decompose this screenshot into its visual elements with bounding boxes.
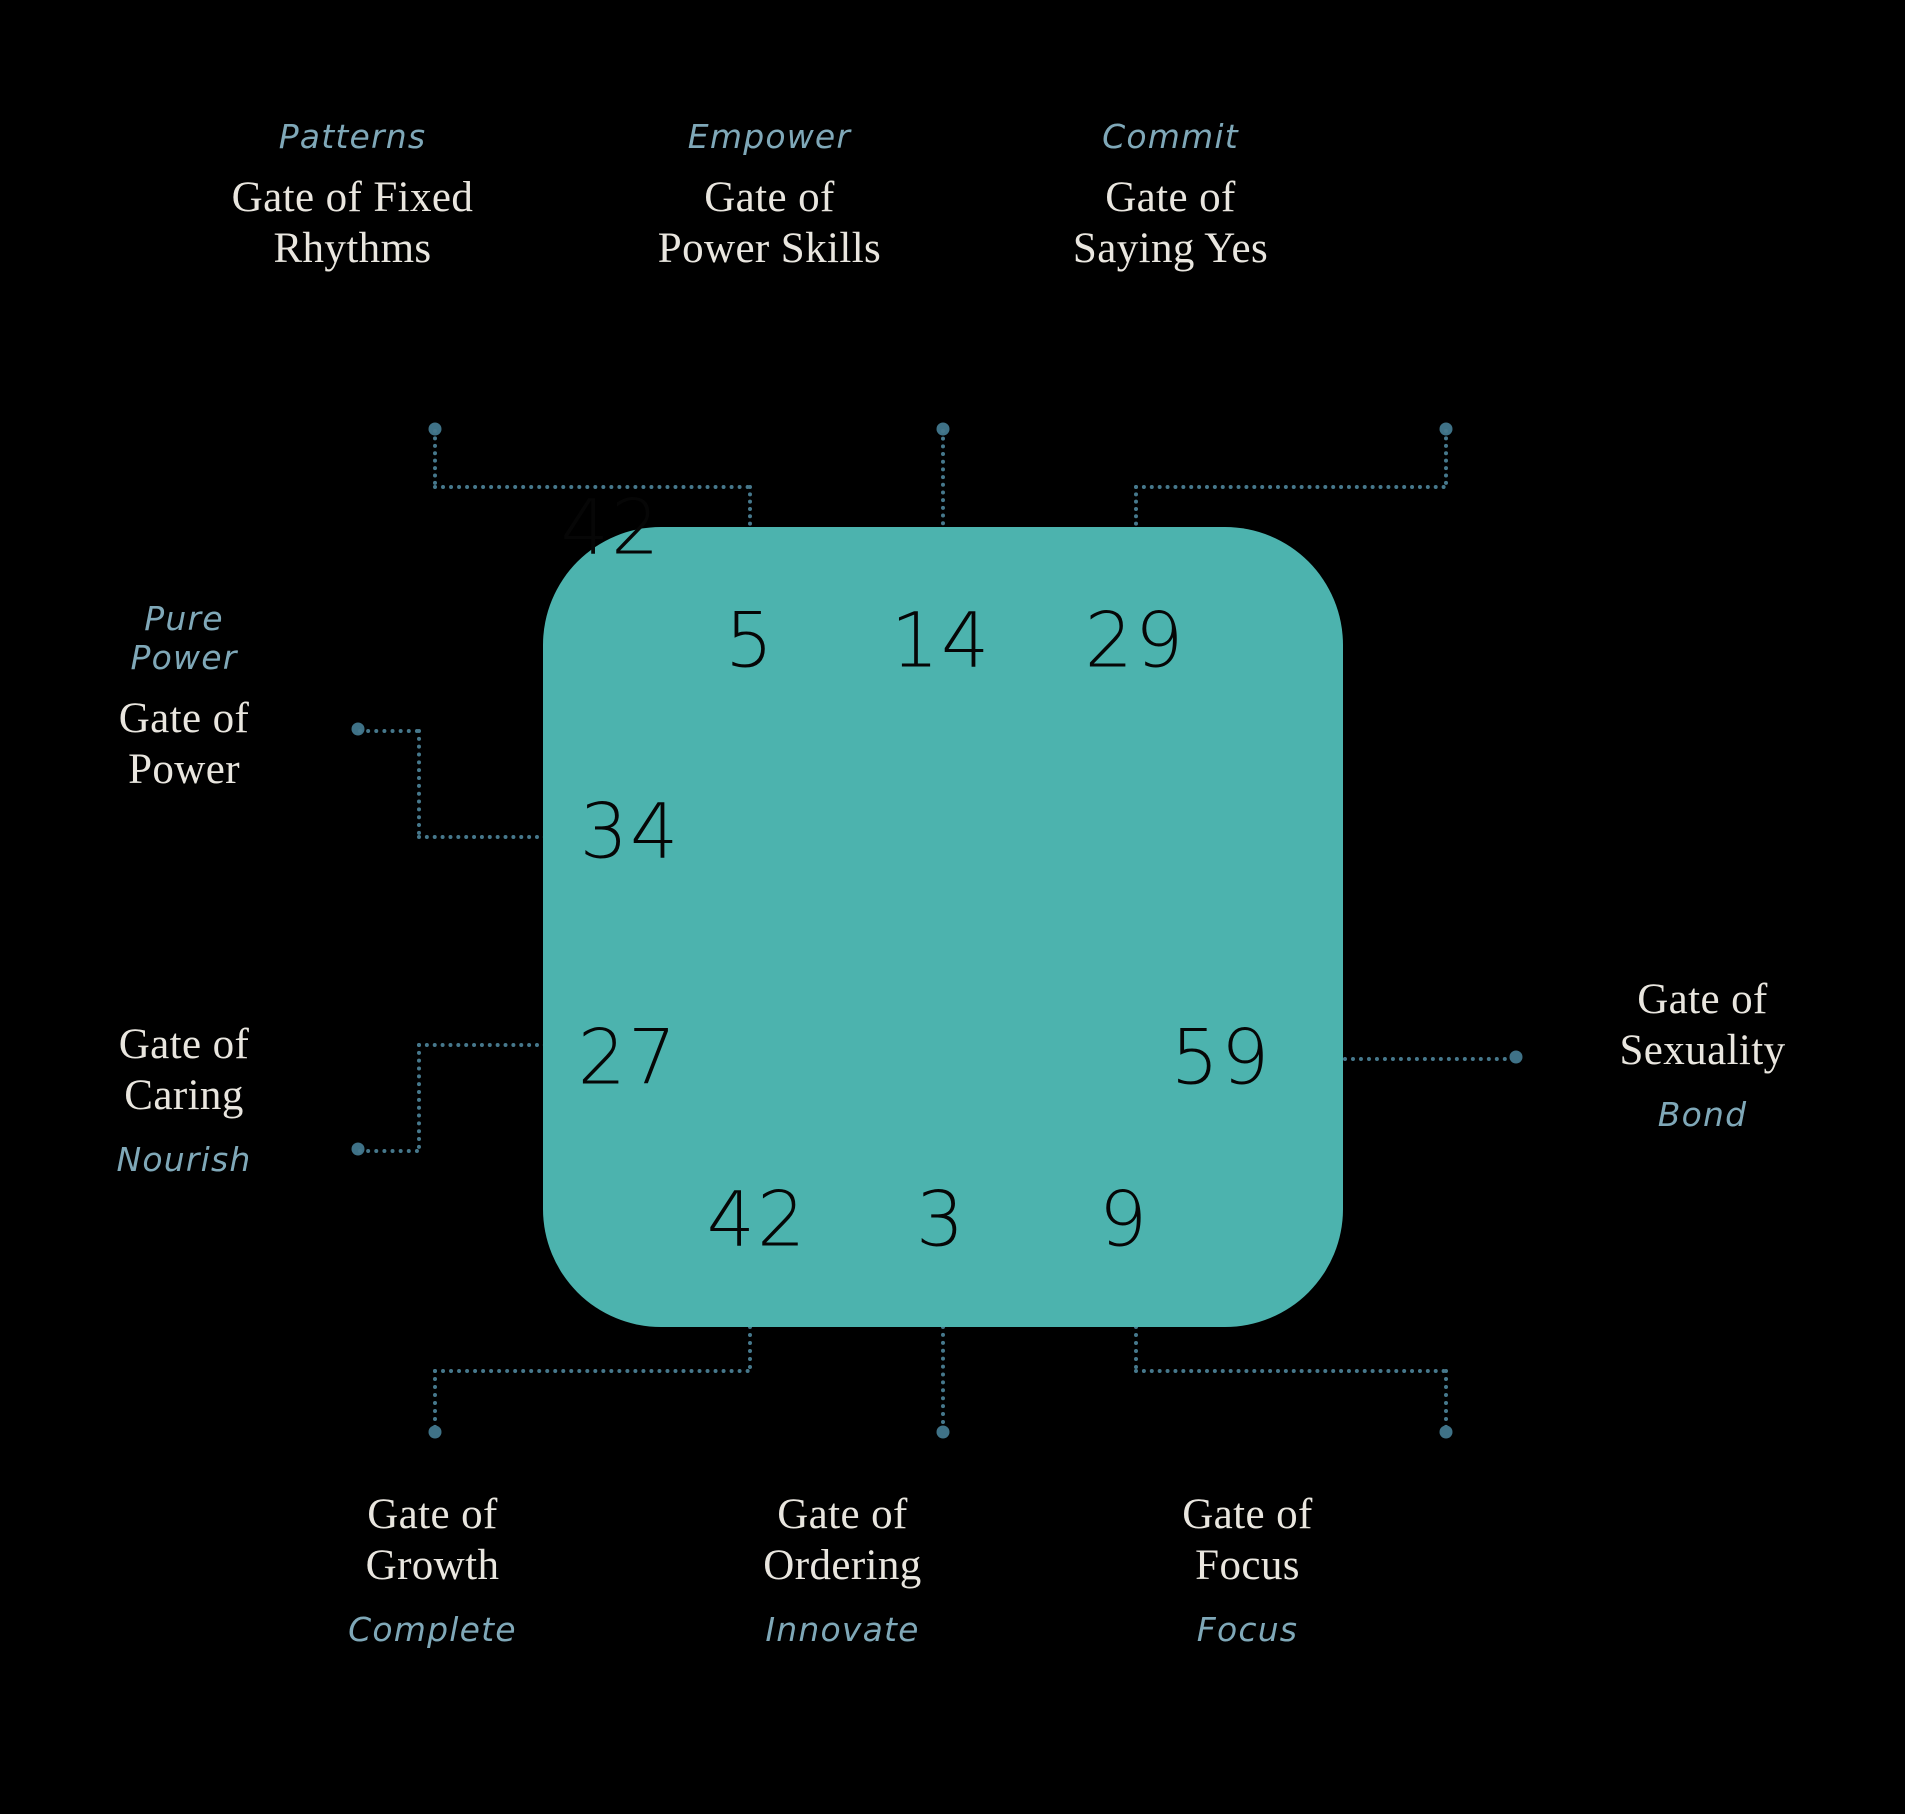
gate-keyword-complete: Complete [348,1610,517,1650]
gate-keyword-commit: Commit [1102,117,1239,156]
gate-label-power[interactable]: Pure Power Gate of Power [45,599,323,795]
gate-label-saying-yes[interactable]: Commit Gate of Saying Yes [978,117,1363,274]
connector-line-gate-34-b [417,729,421,835]
gate-title-ordering: Gate of Ordering [763,1491,922,1589]
connector-line-gate-27-a [358,1149,419,1153]
gate-label-power-skills[interactable]: Empower Gate of Power Skills [577,117,962,274]
connector-line-gate-9-c [1444,1369,1448,1429]
connector-line-gate-14 [941,429,945,533]
gate-label-fixed-rhythms[interactable]: Patterns Gate of Fixed Rhythms [160,117,545,274]
gate-number-14[interactable]: 14 [890,595,992,685]
connector-line-gate-29-b [1134,485,1446,489]
connector-line-gate-3 [941,1325,945,1432]
gate-title-power-skills: Gate of Power Skills [657,173,882,272]
connector-line-gate-29-c [1134,485,1138,533]
connector-dot-gate-59 [1509,1050,1523,1064]
connector-line-gate-59 [1343,1057,1515,1061]
gate-title-power: Gate of Power [118,694,250,793]
connector-dot-gate-42 [428,1425,442,1439]
connector-line-gate-5-c [748,485,752,533]
gate-title-saying-yes: Gate of Saying Yes [1072,173,1269,272]
connector-line-gate-42-b [433,1369,750,1373]
connector-line-gate-9-a [1134,1325,1138,1369]
gate-title-sexuality: Gate of Sexuality [1619,976,1786,1074]
gate-keyword-nourish: Nourish [116,1140,252,1180]
gate-number-5[interactable]: 5 [724,595,776,685]
gate-keyword-empower: Empower [687,117,852,156]
gate-keyword-bond: Bond [1657,1095,1748,1135]
gate-title-caring: Gate of Caring [118,1021,250,1119]
gate-title-growth: Gate of Growth [365,1491,500,1589]
gate-label-focus[interactable]: Gate of Focus Focus [1055,1490,1440,1650]
connector-dot-gate-3 [936,1425,950,1439]
gate-label-caring[interactable]: Gate of Caring Nourish [45,1020,323,1180]
gate-number-34[interactable]: 34 [579,786,681,876]
gate-keyword-focus: Focus [1196,1610,1299,1650]
connector-line-gate-34-a [358,729,419,733]
gate-keyword-patterns: Patterns [278,117,427,156]
connector-dot-gate-9 [1439,1425,1453,1439]
gate-number-27[interactable]: 27 [577,1012,679,1102]
gate-number-3-row[interactable]: 3 [915,1174,967,1264]
gate-number-59[interactable]: 59 [1170,1012,1272,1102]
connector-line-gate-5-b [433,485,750,489]
connector-line-gate-34-c [417,835,547,839]
gate-keyword-pure-power: Pure Power [130,599,238,677]
connector-line-gate-42-a [748,1325,752,1369]
connector-line-gate-27-c [417,1043,547,1047]
gate-title-focus: Gate of Focus [1182,1491,1313,1589]
gate-label-growth[interactable]: Gate of Growth Complete [240,1490,625,1650]
gate-number-9-row[interactable]: 9 [1098,1174,1150,1264]
gate-title-fixed-rhythms: Gate of Fixed Rhythms [231,173,474,272]
connector-line-gate-42-c [433,1369,437,1429]
gate-number-42-row[interactable]: 42 [706,1174,808,1264]
gate-keyword-innovate: Innovate [765,1610,920,1650]
connector-line-gate-5-a [433,429,437,485]
connector-line-gate-29-a [1444,429,1448,485]
gate-number-29[interactable]: 29 [1084,595,1186,685]
connector-line-gate-9-b [1134,1369,1446,1373]
gate-number-42[interactable]: 42 [560,482,662,572]
sacral-center-shape[interactable]: 5 14 29 34 27 59 42 42 42 42 [543,483,1343,1327]
connector-line-gate-27-b [417,1043,421,1149]
gate-label-sexuality[interactable]: Gate of Sexuality Bond [1545,975,1860,1135]
gate-label-ordering[interactable]: Gate of Ordering Innovate [650,1490,1035,1650]
